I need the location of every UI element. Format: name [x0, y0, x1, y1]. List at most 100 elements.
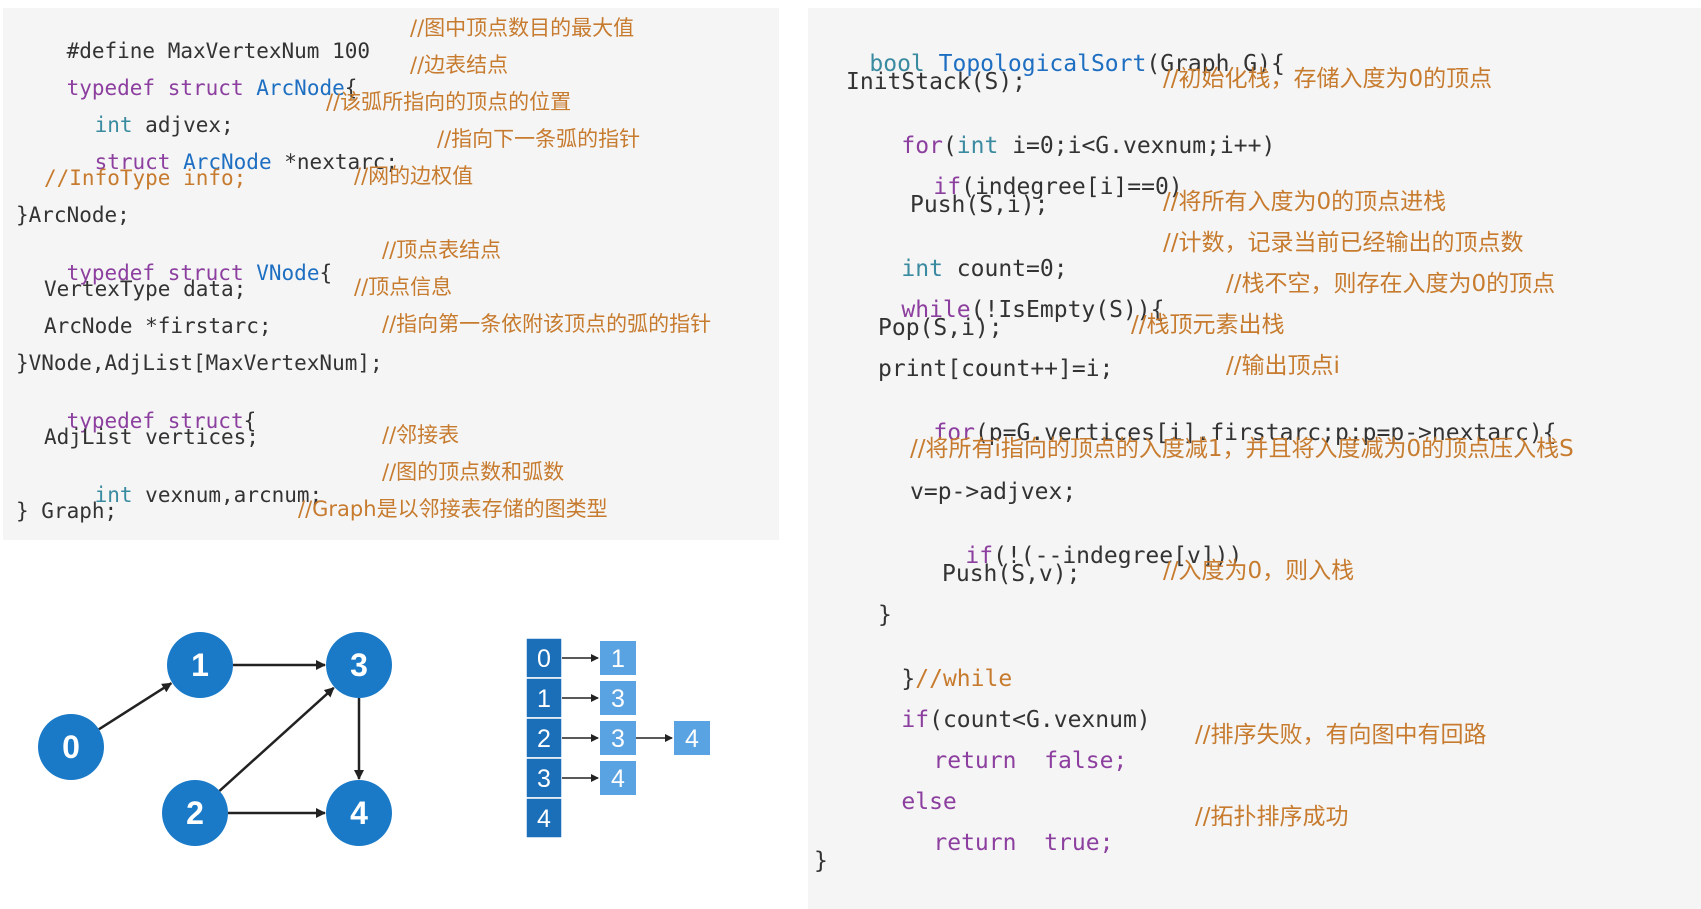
code-line-push-v: Push(S,v); [942, 561, 1081, 587]
graph-node-label: 2 [186, 795, 204, 831]
code-comment: //Graph是以邻接表存储的图类型 [298, 497, 608, 521]
code-comment: //顶点信息 [354, 275, 453, 299]
code-line-data: VertexType data; [44, 277, 247, 301]
code-comment: //图的顶点数和弧数 [382, 460, 565, 484]
type-name: VNode [256, 261, 320, 285]
code-text: *nextarc; [284, 150, 399, 174]
brace: } [901, 666, 916, 692]
keyword: while [901, 297, 971, 323]
adj-head-label: 4 [537, 805, 551, 833]
adj-node-cell [674, 721, 710, 755]
code-text: i=0;i<G.vexnum;i++) [1012, 133, 1276, 159]
code-line-func-header: bool TopologicalSort(Graph G){ [814, 30, 1285, 99]
graph-edge-0-1 [98, 682, 173, 731]
code-comment: //入度为0，则入栈 [1163, 558, 1355, 584]
code-line-if-count: if(count<G.vexnum) [846, 686, 1151, 755]
keyword: else [901, 789, 957, 815]
code-line-return-false: return false; [878, 727, 1127, 796]
graph-node-2 [162, 780, 228, 846]
code-text: (p=G.vertices[i].firstarc;p;p=p->nextarc… [974, 420, 1557, 446]
code-line-close-while: }//while [846, 645, 1012, 714]
code-line-typedef-arcnode: typedef struct ArcNode{ [16, 57, 358, 120]
code-line-typedef-vnode: typedef struct VNode{ [16, 242, 333, 305]
code-line-firstarc: ArcNode *firstarc; [44, 314, 272, 338]
code-line-for-init: for(int i=0;i<G.vexnum;i++) [846, 112, 1275, 181]
keyword: if [933, 174, 962, 200]
code-comment: //指向下一条弧的指针 [437, 127, 641, 151]
code-line-return-true: return true; [878, 809, 1113, 878]
code-comment: //将所有入度为0的顶点进栈 [1163, 189, 1447, 215]
adj-head-label: 3 [537, 765, 551, 793]
brace: { [319, 261, 333, 285]
function-name: TopologicalSort [938, 51, 1147, 77]
code-comment: //while [915, 666, 1013, 692]
keyword: for [901, 133, 943, 159]
adj-node-label: 3 [611, 725, 625, 753]
adj-node-cell [600, 761, 636, 795]
code-comment: //将所有i指向的顶点的入度减1，并且将入度减为0的顶点压入栈S [910, 436, 1574, 462]
code-comment: //邻接表 [382, 423, 460, 447]
keyword: if [901, 707, 930, 733]
bool-literal: true; [1044, 830, 1114, 856]
code-line-pop: Pop(S,i); [878, 315, 1003, 341]
keyword: typedef struct [66, 409, 244, 433]
code-comment: //输出顶点i [1226, 353, 1340, 379]
graph-node-4 [326, 780, 392, 846]
graph-node-label: 1 [191, 647, 209, 683]
adj-node-label: 4 [611, 765, 625, 793]
keyword: typedef struct [66, 76, 244, 100]
code-comment: //边表结点 [410, 53, 509, 77]
code-line-if-decrement: if(!(--indegree[v])) [910, 522, 1242, 591]
graph-edge-2-3 [218, 686, 335, 792]
code-text: vexnum,arcnum; [145, 483, 323, 507]
code-comment: //顶点表结点 [382, 238, 502, 262]
code-comment: //该弧所指向的顶点的位置 [326, 90, 572, 114]
code-line-vnode-end: }VNode,AdjList[MaxVertexNum]; [16, 351, 383, 375]
type-keyword: int [901, 256, 943, 282]
code-text: adjvex; [145, 113, 234, 137]
adj-head-label: 1 [537, 685, 551, 713]
code-comment: //计数，记录当前已经输出的顶点数 [1163, 230, 1524, 256]
brace: { [344, 76, 358, 100]
type-name: ArcNode [183, 150, 272, 174]
adj-node-cell [600, 721, 636, 755]
code-line-typedef-graph: typedef struct{ [16, 390, 257, 453]
code-text: (indegree[i]==0) [961, 174, 1183, 200]
adj-node-label: 3 [611, 685, 625, 713]
code-comment: //拓扑排序成功 [1195, 804, 1349, 830]
bool-literal: false; [1044, 748, 1128, 774]
type-keyword: int [956, 133, 999, 159]
code-text: (Graph G){ [1146, 51, 1285, 77]
code-line-count: int count=0; [846, 235, 1068, 304]
code-comment: //图中顶点数目的最大值 [410, 16, 635, 40]
type-name: ArcNode [256, 76, 345, 100]
keyword: for [933, 420, 975, 446]
code-comment: //网的边权值 [354, 164, 474, 188]
code-text: count=0; [956, 256, 1068, 282]
graph-node-label: 4 [350, 795, 368, 831]
struct-definition-panel: #define MaxVertexNum 100 //图中顶点数目的最大值 ty… [3, 8, 779, 540]
graph-node-0 [38, 714, 104, 780]
adj-node-cell [600, 641, 636, 675]
type-keyword: int [94, 483, 133, 507]
code-text: (count<G.vexnum) [929, 707, 1151, 733]
code-text: (!IsEmpty(S)){ [970, 297, 1165, 323]
code-comment: //指向第一条依附该顶点的弧的指针 [382, 312, 712, 336]
keyword: struct [94, 150, 171, 174]
code-line-initstack: InitStack(S); [846, 69, 1027, 95]
type-keyword: bool [869, 51, 925, 77]
code-line-else: else [846, 768, 957, 837]
code-line-if-indegree: if(indegree[i]==0) [878, 153, 1183, 222]
code-line-vertices: AdjList vertices; [44, 425, 259, 449]
code-line-infotype: //InfoType info; [44, 166, 247, 190]
adj-node-cell [600, 681, 636, 715]
code-line-arcnode-end: }ArcNode; [16, 203, 130, 227]
keyword: return [933, 830, 1017, 856]
type-keyword: int [94, 113, 133, 137]
keyword: return [933, 748, 1017, 774]
code-comment: //排序失败，有向图中有回路 [1195, 722, 1487, 748]
code-line-adjvex: v=p->adjvex; [910, 479, 1077, 505]
graph-node-1 [167, 632, 233, 698]
code-line-graph-end: } Graph; [16, 499, 118, 523]
